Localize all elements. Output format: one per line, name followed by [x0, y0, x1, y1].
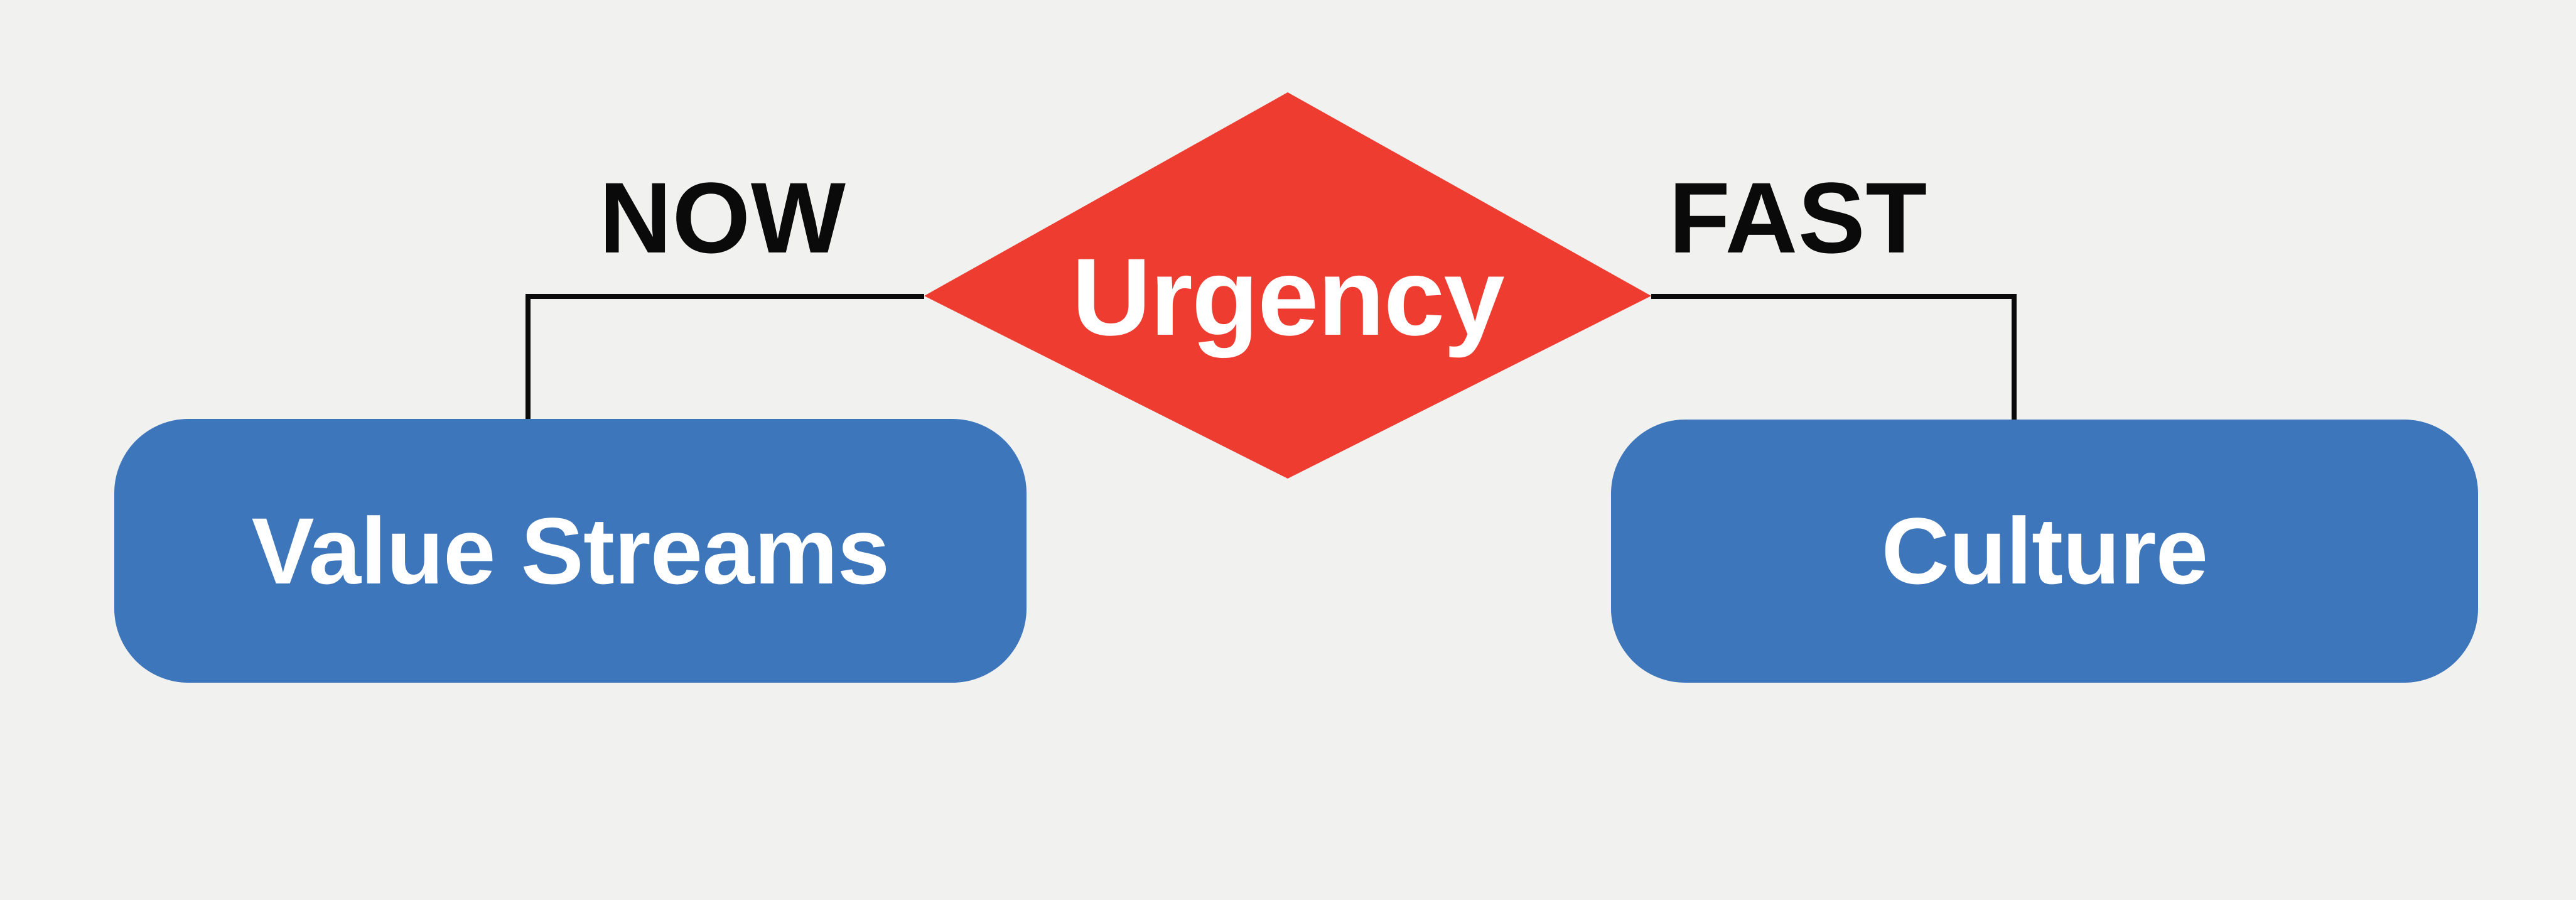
connector-fast-elbow	[1651, 294, 2017, 422]
node-culture-label: Culture	[1881, 498, 2208, 604]
connector-now-elbow	[525, 294, 924, 422]
node-value-streams-label: Value Streams	[251, 497, 890, 604]
node-value-streams: Value Streams	[114, 419, 1027, 683]
branch-label-now: NOW	[599, 161, 846, 274]
branch-label-fast: FAST	[1668, 161, 1928, 274]
node-culture: Culture	[1611, 420, 2478, 683]
decision-node-label: Urgency	[1071, 236, 1505, 359]
